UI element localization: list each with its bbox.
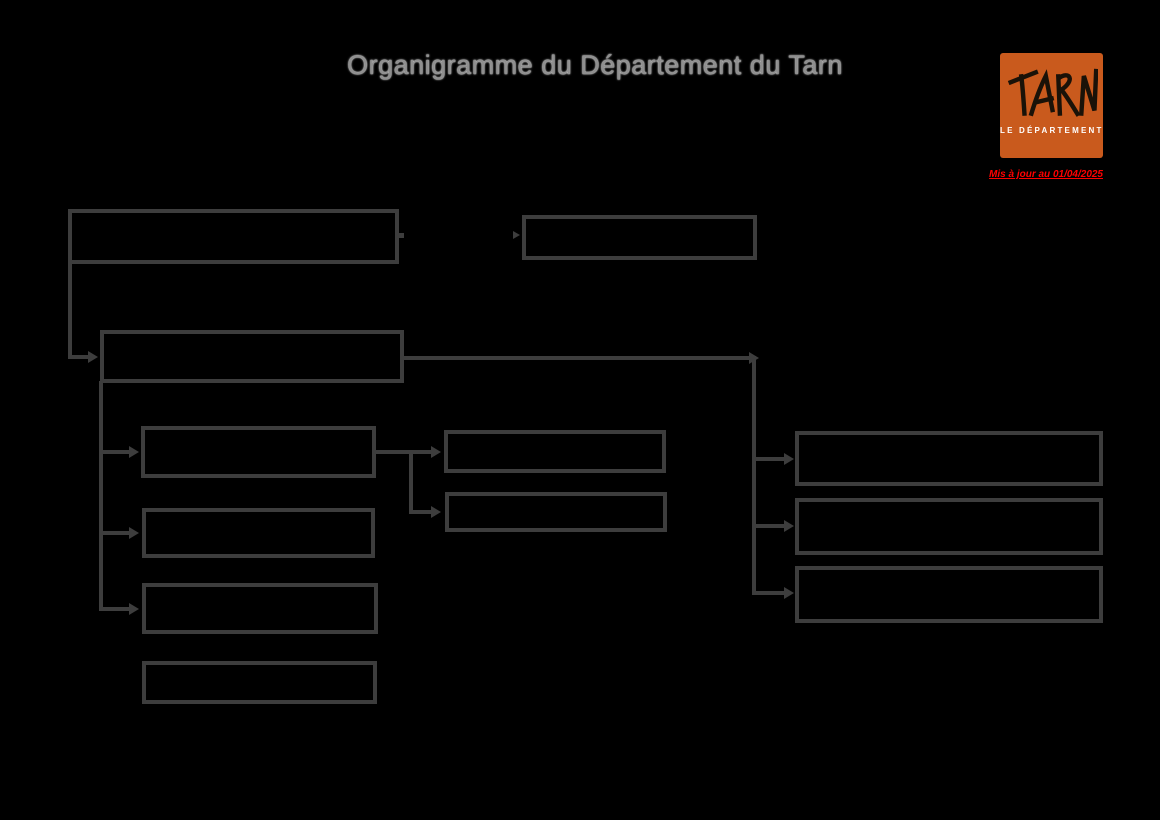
connector-branch-l [752,591,786,595]
org-box-i [142,661,377,704]
arrowhead-into-box-e-icon [431,446,441,458]
org-box-f [445,492,667,532]
org-box-a [68,209,399,264]
connector-d-ef-horizontal [376,450,413,454]
page-title: Organigramme du Département du Tarn [347,50,843,80]
arrowhead-into-box-d-icon [129,446,139,458]
arrowhead-into-box-c-icon [88,351,98,363]
org-box-l [795,566,1103,623]
connector-branch-j [752,457,786,461]
connector-a-b-stub-left [399,233,404,238]
connector-c-trunk-horizontal [404,356,756,360]
connector-a-c-horizontal [68,355,90,359]
connector-branch-h [99,607,131,611]
arrowhead-into-box-g-icon [129,527,139,539]
arrowhead-into-box-l-icon [784,587,794,599]
connector-left-trunk-vertical [99,381,103,611]
connector-branch-k [752,524,786,528]
org-box-c [100,330,404,383]
tarn-logo: LE DÉPARTEMENT [1000,53,1103,158]
tarn-logo-subtitle: LE DÉPARTEMENT [1000,126,1104,135]
org-box-g [142,508,375,558]
org-box-e [444,430,666,473]
connector-right-trunk-vertical [752,356,756,595]
connector-branch-f [409,510,433,514]
connector-branch-e [409,450,433,454]
arrowhead-into-box-b-icon [513,231,520,239]
arrowhead-into-box-k-icon [784,520,794,532]
arrowhead-into-box-h-icon [129,603,139,615]
org-box-k [795,498,1103,555]
tarn-wordmark-icon [1007,68,1098,117]
org-box-j [795,431,1103,486]
arrowhead-into-box-f-icon [431,506,441,518]
org-box-h [142,583,378,634]
connector-a-c-vertical [68,262,72,359]
connector-branch-g [99,531,131,535]
arrowhead-into-box-j-icon [784,453,794,465]
org-box-d [141,426,376,478]
connector-d-ef-vertical [409,450,413,514]
update-note: Mis à jour au 01/04/2025 [989,169,1103,180]
connector-branch-d [99,450,131,454]
org-box-b [522,215,757,260]
